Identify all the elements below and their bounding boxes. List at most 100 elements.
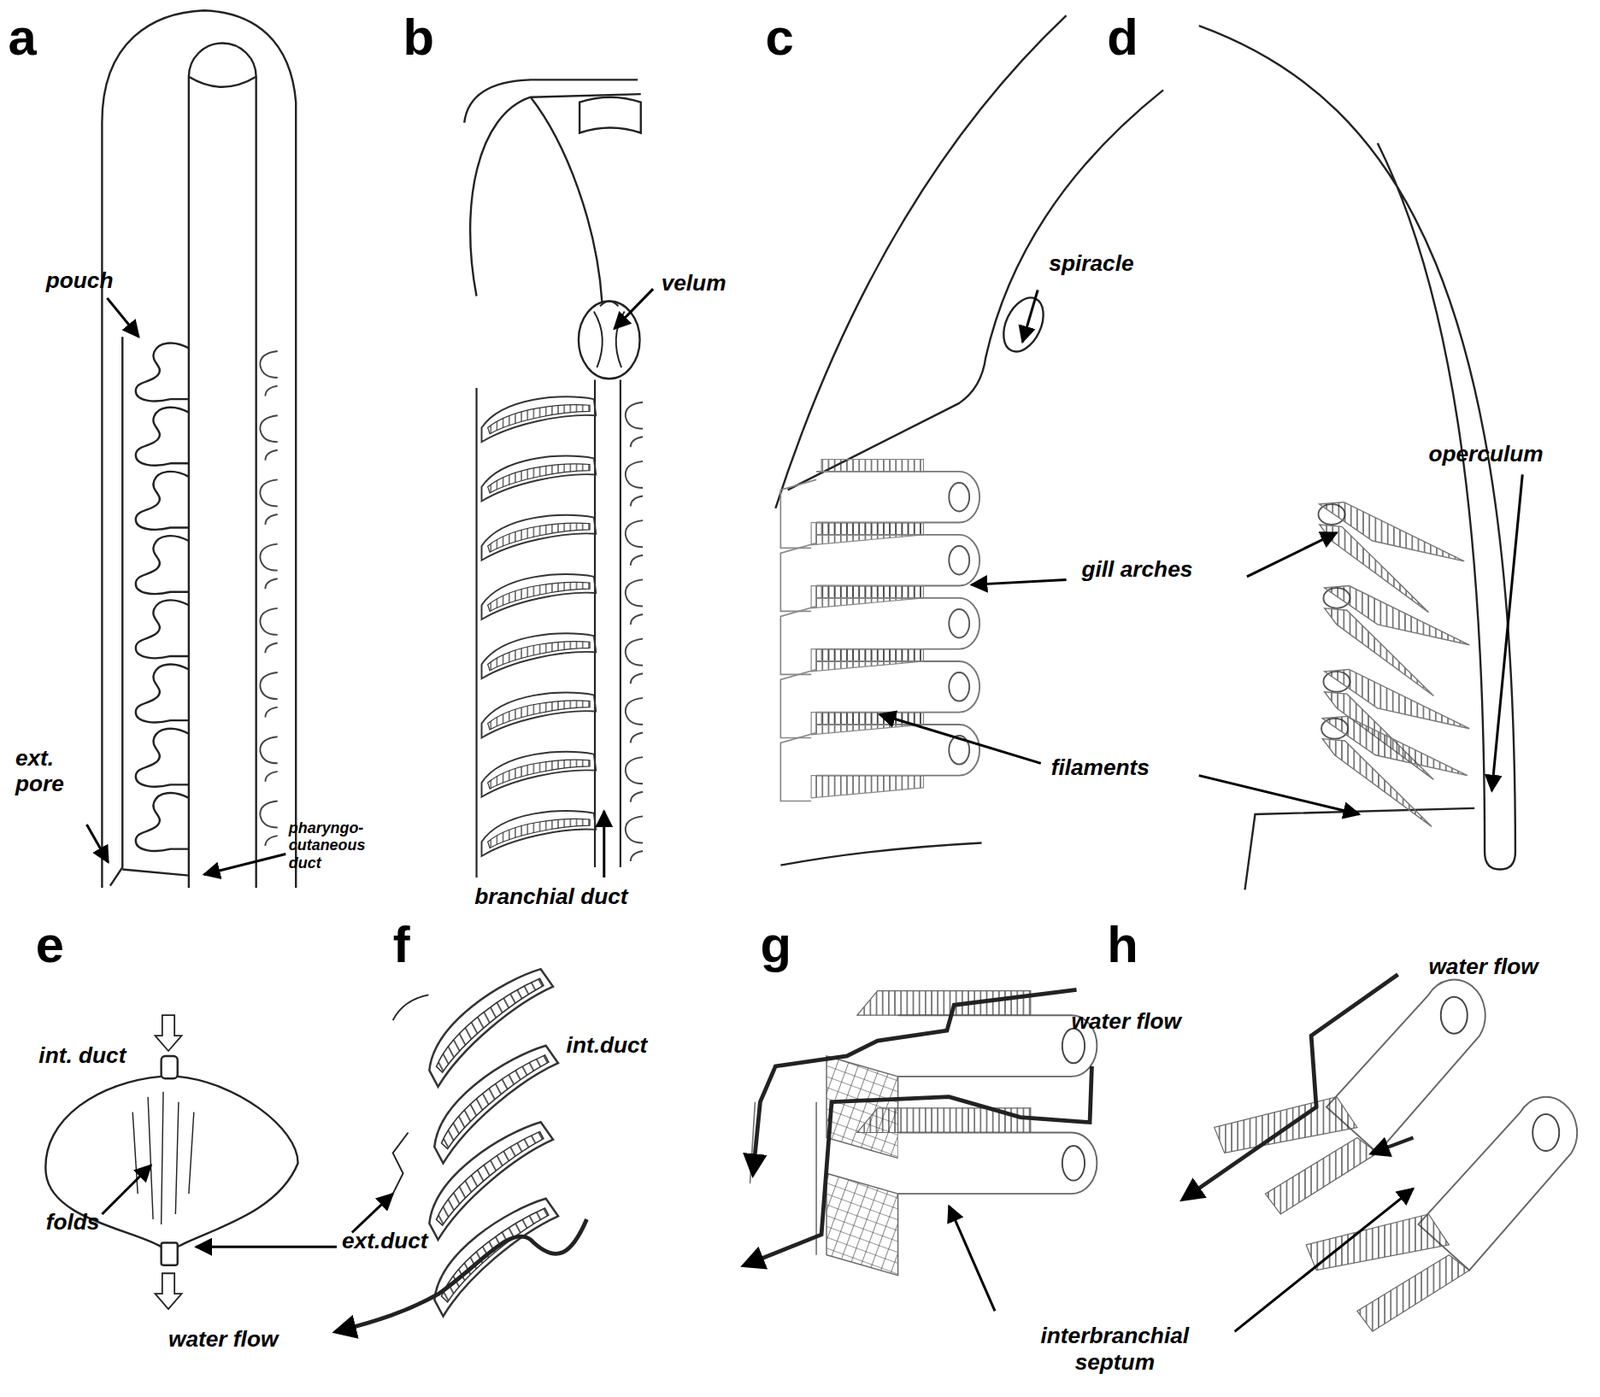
leader-line: [106, 298, 139, 337]
lamprey-pouch-detail: [336, 964, 588, 1332]
external-duct: [161, 1242, 178, 1265]
part-label: gill arches: [1082, 556, 1194, 583]
flow-arrow: [154, 1273, 182, 1310]
part-label: branchial duct: [474, 883, 628, 910]
leader-line: [352, 1194, 394, 1233]
flow-label: water flow: [1428, 953, 1538, 980]
shark-arch-detail: [745, 989, 1098, 1276]
part-label: spiracle: [1048, 250, 1134, 277]
gill-arch: [1214, 980, 1486, 1215]
gill-pouch: [415, 1041, 575, 1164]
flow-arrow: [154, 1015, 182, 1052]
part-label: pouch: [46, 267, 114, 294]
gill-arch: [780, 712, 980, 802]
gill-pouch: [259, 608, 277, 654]
gill-pouch: [259, 415, 277, 461]
part-label: folds: [46, 1209, 100, 1236]
leader-line: [1199, 776, 1359, 815]
panel-letter: e: [35, 916, 65, 976]
pouch-outline: [393, 994, 430, 1195]
leader-line: [1491, 474, 1523, 791]
gill-pouch: [135, 600, 189, 659]
pouch-outline: [45, 1076, 161, 1248]
leader-line: [1022, 289, 1038, 342]
gill-pouch: [625, 757, 643, 803]
gill-pouch: [482, 515, 597, 561]
leader-line: [204, 854, 287, 876]
panel-letter: g: [759, 916, 791, 976]
gill-pouch: [259, 736, 277, 783]
gill-pouch: [625, 639, 643, 685]
panel-letter: d: [1106, 8, 1138, 68]
gill-pouch: [482, 692, 597, 738]
gill-pouch: [135, 793, 189, 852]
gill-pouch: [625, 520, 643, 566]
water-flow-path: [745, 1066, 1093, 1266]
leader-line: [1235, 1188, 1414, 1332]
leader-line: [602, 811, 606, 878]
pharyngocutaneous-duct: [122, 869, 189, 876]
pouch-outline: [177, 1076, 299, 1248]
part-label: interbranchial septum: [1005, 1323, 1225, 1375]
gill-pouch: [259, 672, 277, 718]
gill-pouch: [482, 574, 597, 620]
gill-pouch: [135, 471, 189, 530]
head-outline: [470, 94, 642, 296]
gill-pouch: [415, 1194, 575, 1317]
gill-pouch: [259, 479, 277, 525]
gill-pouch: [135, 343, 189, 402]
leader-line: [971, 579, 1067, 585]
teleost-arch-detail: [1183, 974, 1577, 1332]
water-flow-path: [1372, 1137, 1414, 1153]
pharynx-tube: [188, 42, 257, 889]
part-label: ext.duct: [341, 1228, 429, 1254]
notochord-tip: [579, 97, 642, 134]
spiracle-opening: [995, 291, 1052, 359]
gill-pouch: [482, 633, 597, 679]
gill-pouch: [625, 816, 643, 862]
flow-label: water flow: [1071, 1008, 1182, 1035]
leader-line: [948, 1205, 995, 1312]
internal-duct: [161, 1056, 178, 1079]
gill-pouch: [135, 407, 189, 466]
hagfish-panel: [101, 10, 296, 889]
leader-line: [1247, 532, 1337, 577]
gill-pouch: [625, 698, 643, 744]
gill-pouch: [482, 752, 597, 798]
leader-line: [879, 714, 1042, 764]
gill-arch: [826, 1108, 1097, 1277]
lamprey-panel: [464, 79, 643, 878]
part-label: velum: [661, 270, 727, 296]
leader-line: [101, 1165, 151, 1215]
gill-pouch: [135, 664, 189, 724]
leader-line: [614, 288, 653, 330]
head-outline: [464, 79, 638, 123]
body-outline: [780, 842, 982, 865]
gill-pouch: [482, 396, 597, 442]
gill-pouch: [259, 351, 277, 397]
part-label: int. duct: [38, 1042, 126, 1069]
panel-letter: c: [764, 8, 794, 68]
water-flow-path: [1183, 974, 1399, 1200]
head-outline: [788, 89, 1164, 490]
gill-pouch: [259, 544, 277, 590]
leader-line: [86, 824, 108, 863]
gill-pouch: [135, 535, 189, 595]
gill-pouch: [482, 456, 597, 502]
gill-pouch: [625, 402, 643, 448]
pharynx-tip: [188, 76, 257, 88]
gill-pouch: [482, 811, 597, 857]
gill-pouch: [259, 800, 277, 847]
part-label: ext. pore: [15, 745, 98, 797]
head-outline: [775, 15, 1066, 509]
shark-panel: [775, 15, 1164, 866]
gill-pouch: [625, 579, 643, 625]
panel-letter: f: [393, 916, 411, 976]
flow-label: water flow: [168, 1326, 278, 1353]
panel-letter: b: [403, 8, 435, 68]
gill-arch: [1305, 1097, 1577, 1332]
body-outline: [101, 10, 296, 889]
body-outline: [1245, 808, 1476, 891]
